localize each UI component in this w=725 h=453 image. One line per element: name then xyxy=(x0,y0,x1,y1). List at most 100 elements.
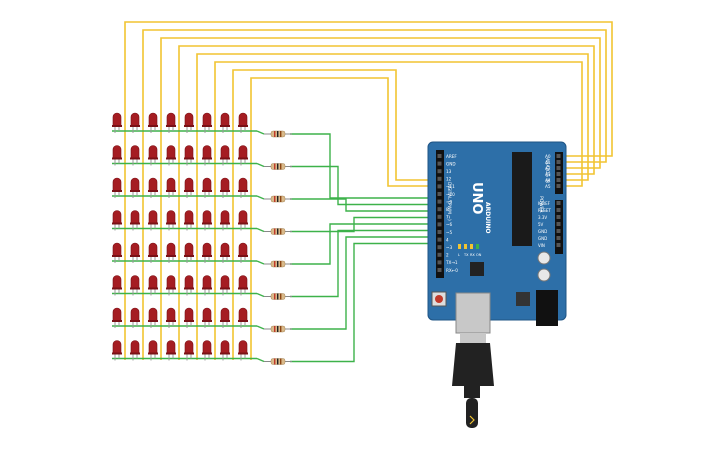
led[interactable] xyxy=(220,145,230,166)
led[interactable] xyxy=(238,242,248,263)
led[interactable] xyxy=(184,242,194,263)
power-jack[interactable] xyxy=(536,290,558,326)
led[interactable] xyxy=(238,112,248,133)
led[interactable] xyxy=(112,242,122,263)
led[interactable] xyxy=(184,340,194,361)
column-wire[interactable] xyxy=(124,21,613,360)
led[interactable] xyxy=(148,242,158,263)
analog-label: ANALOG IN xyxy=(544,158,550,183)
row-wire[interactable] xyxy=(290,229,440,298)
column-wire[interactable] xyxy=(196,53,589,360)
resistor[interactable] xyxy=(264,228,292,235)
resistor[interactable] xyxy=(264,325,292,333)
led[interactable] xyxy=(166,242,176,263)
resistor[interactable] xyxy=(264,293,292,300)
led[interactable] xyxy=(148,145,158,166)
led[interactable] xyxy=(112,210,122,231)
led[interactable] xyxy=(166,145,176,166)
row-lead xyxy=(256,325,265,330)
led[interactable] xyxy=(166,112,176,133)
row-wire[interactable] xyxy=(290,236,440,330)
led[interactable] xyxy=(220,307,230,328)
led[interactable] xyxy=(238,177,248,198)
led[interactable] xyxy=(202,275,212,296)
column-wire[interactable] xyxy=(178,45,595,360)
usb-cable[interactable] xyxy=(452,333,494,428)
led[interactable] xyxy=(202,242,212,263)
led[interactable] xyxy=(166,177,176,198)
led[interactable] xyxy=(238,307,248,328)
column-wire[interactable] xyxy=(232,69,440,360)
led[interactable] xyxy=(220,112,230,133)
led[interactable] xyxy=(148,210,158,231)
column-wire[interactable] xyxy=(214,61,583,360)
led[interactable] xyxy=(184,307,194,328)
resistor[interactable] xyxy=(264,163,292,170)
row-lead xyxy=(256,130,265,135)
led[interactable] xyxy=(202,177,212,198)
regulator xyxy=(516,292,530,306)
led[interactable] xyxy=(184,275,194,296)
led[interactable] xyxy=(148,177,158,198)
resistor[interactable] xyxy=(264,130,292,138)
led[interactable] xyxy=(130,340,140,361)
led[interactable] xyxy=(238,275,248,296)
resistor[interactable] xyxy=(264,260,292,268)
usb-port[interactable] xyxy=(455,292,491,334)
led[interactable] xyxy=(220,242,230,263)
row-wire[interactable] xyxy=(290,198,440,212)
resistor[interactable] xyxy=(264,358,292,365)
led[interactable] xyxy=(220,340,230,361)
led[interactable] xyxy=(130,112,140,133)
led[interactable] xyxy=(166,340,176,361)
led[interactable] xyxy=(112,307,122,328)
led[interactable] xyxy=(148,112,158,133)
led[interactable] xyxy=(130,275,140,296)
resistor[interactable] xyxy=(264,195,292,203)
led[interactable] xyxy=(184,112,194,133)
led[interactable] xyxy=(220,275,230,296)
led[interactable] xyxy=(112,145,122,166)
led[interactable] xyxy=(220,177,230,198)
row-wire[interactable] xyxy=(290,242,440,363)
column-wire[interactable] xyxy=(250,77,440,360)
led[interactable] xyxy=(130,242,140,263)
led[interactable] xyxy=(112,275,122,296)
led[interactable] xyxy=(148,340,158,361)
led[interactable] xyxy=(130,307,140,328)
led[interactable] xyxy=(202,340,212,361)
column-wires xyxy=(124,21,613,360)
led[interactable] xyxy=(202,307,212,328)
column-wire[interactable] xyxy=(142,29,607,360)
led[interactable] xyxy=(130,177,140,198)
led[interactable] xyxy=(148,307,158,328)
led[interactable] xyxy=(202,145,212,166)
led[interactable] xyxy=(238,145,248,166)
led[interactable] xyxy=(202,112,212,133)
digital-pin-label: 4 xyxy=(446,237,449,242)
led[interactable] xyxy=(166,210,176,231)
led[interactable] xyxy=(202,210,212,231)
led[interactable] xyxy=(112,340,122,361)
led[interactable] xyxy=(238,210,248,231)
led[interactable] xyxy=(166,275,176,296)
resistor-bank xyxy=(264,130,292,365)
row-wire[interactable] xyxy=(290,223,440,265)
row-wire[interactable] xyxy=(290,165,440,206)
led[interactable] xyxy=(148,275,158,296)
led[interactable] xyxy=(112,112,122,133)
led[interactable] xyxy=(184,145,194,166)
power-pin-label: RESET xyxy=(538,208,551,213)
led[interactable] xyxy=(220,210,230,231)
led[interactable] xyxy=(130,145,140,166)
led[interactable] xyxy=(184,177,194,198)
led[interactable] xyxy=(112,177,122,198)
led[interactable] xyxy=(130,210,140,231)
led[interactable] xyxy=(184,210,194,231)
reset-button-cap[interactable] xyxy=(435,295,443,303)
arduino-uno-board[interactable]: UNO ARDUINO DIGITAL (PWM ~) ANALOG IN PO… xyxy=(427,141,567,334)
board-brand: UNO xyxy=(469,182,484,215)
digital-pin-label: 2 xyxy=(446,253,449,258)
led[interactable] xyxy=(238,340,248,361)
led[interactable] xyxy=(166,307,176,328)
